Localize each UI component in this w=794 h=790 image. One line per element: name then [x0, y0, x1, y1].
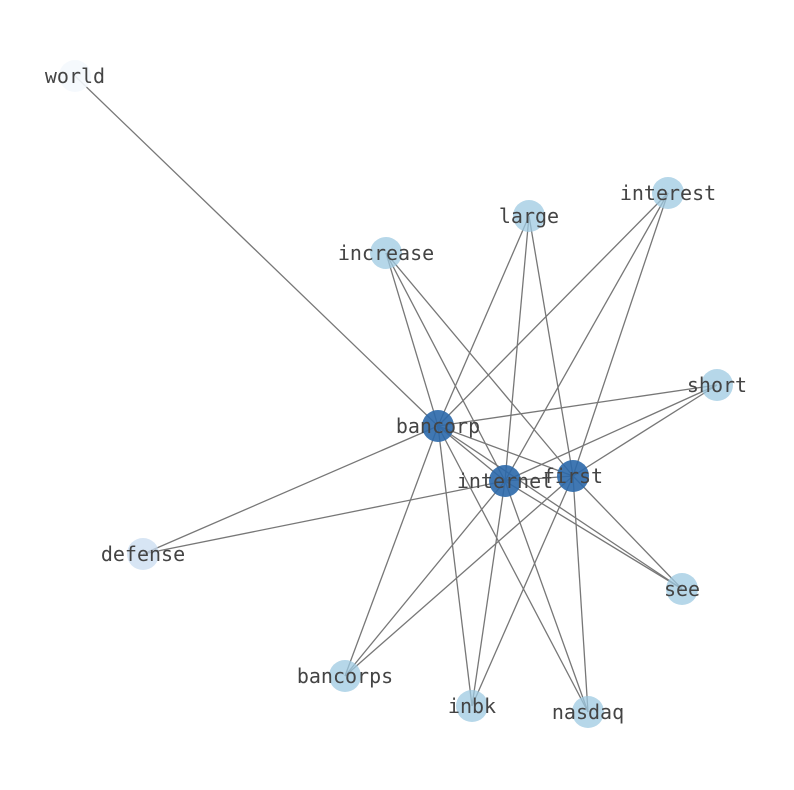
node-label-interest: interest: [620, 181, 716, 205]
edge-internet-increase: [385, 252, 506, 482]
node-increase: [370, 237, 402, 269]
edge-first-nasdaq: [572, 475, 589, 713]
edge-world-bancorp: [74, 75, 439, 427]
node-label-inbk: inbk: [448, 694, 496, 718]
edge-bancorp-short: [437, 384, 718, 427]
node-inbk: [456, 690, 488, 722]
node-label-see: see: [664, 577, 700, 601]
node-see: [666, 573, 698, 605]
edge-first-large: [528, 215, 574, 477]
edge-internet-defense: [142, 480, 506, 555]
node-short: [701, 369, 733, 401]
edge-internet-see: [504, 480, 683, 590]
node-internet: [489, 465, 521, 497]
node-label-world: world: [45, 64, 105, 88]
edge-bancorp-inbk: [437, 425, 473, 707]
node-label-increase: increase: [338, 241, 434, 265]
labels-layer: world interest large increase short bancorp in…: [45, 64, 747, 724]
edge-first-see: [572, 475, 683, 590]
edge-first-interest: [572, 192, 669, 477]
edge-internet-bancorps: [344, 480, 506, 677]
edges-layer: [74, 75, 718, 713]
node-interest: [652, 177, 684, 209]
edge-bancorp-first: [437, 425, 574, 477]
edge-bancorp-interest: [437, 192, 669, 427]
node-large: [513, 200, 545, 232]
node-defense: [127, 538, 159, 570]
node-nasdaq: [572, 696, 604, 728]
edge-internet-nasdaq: [504, 480, 589, 713]
edge-first-increase: [385, 252, 574, 477]
edge-internet-interest: [504, 192, 669, 482]
node-label-nasdaq: nasdaq: [552, 700, 624, 724]
node-first: [557, 460, 589, 492]
edge-bancorp-increase: [385, 252, 439, 427]
edge-bancorp-defense: [142, 425, 439, 555]
node-world: [59, 60, 91, 92]
node-label-short: short: [687, 373, 747, 397]
edge-internet-short: [504, 384, 718, 482]
edge-bancorp-large: [437, 215, 530, 427]
node-bancorp: [422, 410, 454, 442]
node-label-internet: internet: [457, 469, 553, 493]
edge-first-inbk: [471, 475, 574, 707]
node-label-large: large: [499, 204, 559, 228]
node-label-bancorps: bancorps: [297, 664, 393, 688]
edge-first-short: [572, 384, 718, 477]
edge-first-bancorps: [344, 475, 574, 677]
edge-bancorp-see: [437, 425, 683, 590]
edge-bancorp-nasdaq: [437, 425, 589, 713]
node-label-bancorp: bancorp: [396, 414, 480, 438]
edge-internet-inbk: [471, 480, 506, 707]
edge-bancorp-bancorps: [344, 425, 439, 677]
edge-internet-large: [504, 215, 530, 482]
node-label-defense: defense: [101, 542, 185, 566]
node-label-first: first: [543, 464, 603, 488]
nodes-layer: [59, 60, 733, 728]
node-bancorps: [329, 660, 361, 692]
